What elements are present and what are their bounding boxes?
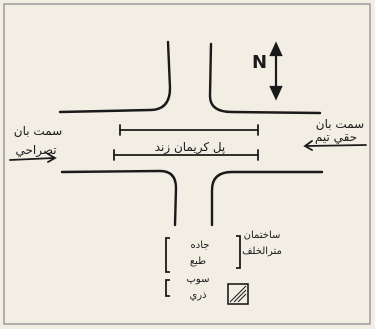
center-road-label: پل کریمان زند	[155, 140, 226, 155]
left-bracket	[165, 237, 170, 297]
bottom-right-label-line2: مترالخلف	[242, 246, 282, 257]
bottom-left-label-line1: جاده	[191, 240, 210, 251]
north-road	[58, 40, 322, 115]
bottom-right-label-line1: ساختمان	[244, 230, 281, 241]
right-road-label-line2: حقي تيم	[315, 130, 357, 144]
bottom-left-label-line3: سوپ	[187, 274, 210, 285]
north-label: N	[252, 52, 267, 73]
building-icon	[227, 283, 249, 305]
left-side-arrow-head	[47, 153, 57, 163]
right-side-arrow	[305, 144, 367, 147]
bottom-left-label-line4: ذري	[189, 290, 206, 301]
north-road-right-edge	[208, 42, 322, 115]
south-road	[60, 169, 324, 227]
north-road-left-edge	[58, 40, 172, 114]
left-road-label-line2: تصراحي	[15, 143, 56, 158]
left-road-label-line1: سمت بان	[14, 124, 62, 138]
right-bracket	[236, 235, 241, 269]
right-road-label-line1: سمت بان	[316, 117, 364, 131]
south-road-right-edge	[210, 170, 324, 227]
bottom-left-label-line2: طبع	[190, 256, 206, 267]
right-side-arrow-head	[303, 140, 313, 151]
paper-frame	[3, 3, 371, 325]
left-side-arrow	[9, 157, 55, 161]
road-arrows	[9, 124, 367, 163]
south-road-left-edge	[60, 169, 178, 227]
north-arrow-icon	[269, 41, 283, 101]
